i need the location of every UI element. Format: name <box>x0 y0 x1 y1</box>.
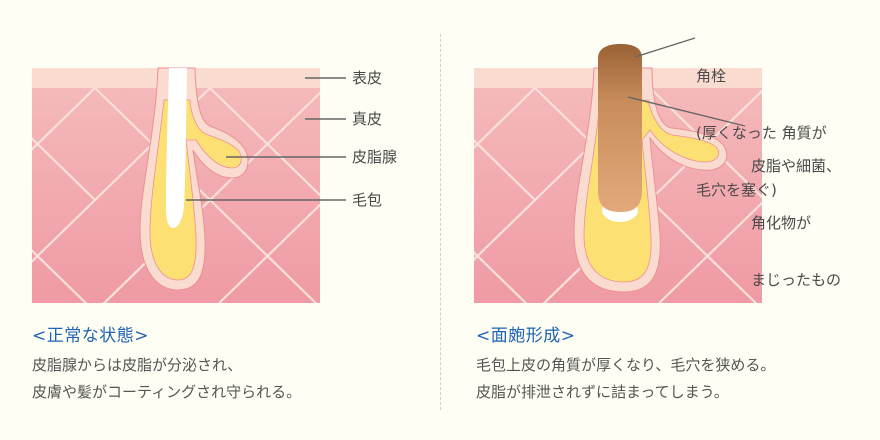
leader-lines <box>186 77 346 201</box>
caption-title-comedone: <面皰形成> <box>476 326 576 346</box>
label-sebaceous-gland: 皮脂腺 <box>352 148 398 166</box>
normal-state-panel: 表皮 真皮 皮脂腺 毛包 <正常な状態> 皮脂腺からは皮脂が分泌され、 皮膚や髪… <box>32 67 398 406</box>
caption-line-1: 皮脂腺からは皮脂が分泌され、 <box>32 356 243 374</box>
caption-line-2: 皮膚や髪がコーティングされ守られる。 <box>32 383 302 401</box>
plug-label-line-1: 角栓 <box>696 67 727 85</box>
comedone-diagram <box>474 37 762 303</box>
label-epidermis: 表皮 <box>352 69 383 87</box>
leader-lines <box>627 37 746 127</box>
caption-line-1: 毛包上皮の角質が厚くなり、毛穴を狭める。 <box>476 356 776 374</box>
label-hair-follicle: 毛包 <box>352 191 383 209</box>
keratin-plug <box>598 44 642 212</box>
plug-label-line-2: (厚くなった 角質が <box>696 124 827 142</box>
label-dermis: 真皮 <box>352 110 383 128</box>
comedone-formation-panel: 角栓 (厚くなった 角質が 毛穴を塞ぐ) 皮脂や細菌、 角化物が まじったもの … <box>440 0 880 440</box>
caption-line-2: 皮脂が排泄されずに詰まってしまう。 <box>476 383 729 401</box>
caption-title-normal: <正常な状態> <box>32 326 149 346</box>
mix-label-line-2: 角化物が <box>751 214 812 232</box>
normal-skin-diagram <box>32 67 346 303</box>
mix-label-line-1: 皮脂や細菌、 <box>751 157 842 175</box>
plug-label-line-3: 毛穴を塞ぐ) <box>696 181 777 199</box>
mix-label-line-3: まじったもの <box>751 271 842 289</box>
caption-body-comedone: 毛包上皮の角質が厚くなり、毛穴を狭める。 皮脂が排泄されずに詰まってしまう。 <box>476 352 775 406</box>
label-keratin-plug: 角栓 (厚くなった 角質が 毛穴を塞ぐ) <box>696 29 827 238</box>
panel-divider <box>440 34 441 410</box>
caption-body-normal: 皮脂腺からは皮脂が分泌され、 皮膚や髪がコーティングされ守られる。 <box>32 352 301 406</box>
label-sebum-mixture: 皮脂や細菌、 角化物が まじったもの <box>751 119 841 328</box>
hair-shaft <box>166 68 187 228</box>
